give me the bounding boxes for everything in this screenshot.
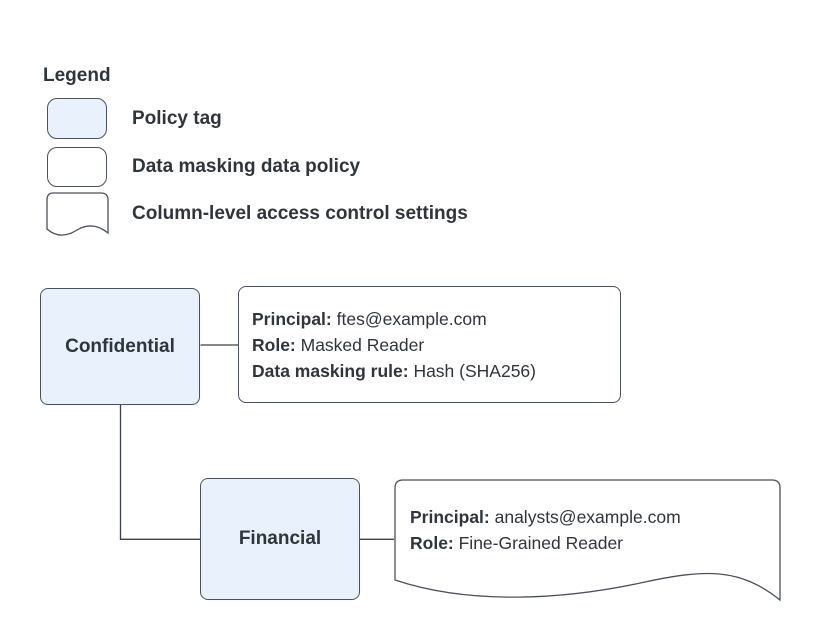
legend-title: Legend bbox=[43, 65, 111, 86]
masking-policy-rule-line: Data masking rule: Hash (SHA256) bbox=[252, 360, 536, 381]
legend-label-data-masking-policy: Data masking data policy bbox=[132, 156, 361, 177]
node-column-access-shape bbox=[394, 479, 781, 602]
node-confidential-label: Confidential bbox=[65, 335, 175, 357]
node-confidential-policy-tag: Confidential bbox=[40, 288, 200, 405]
legend-label-policy-tag: Policy tag bbox=[132, 108, 222, 129]
column-access-swatch bbox=[46, 192, 109, 236]
node-financial-policy-tag: Financial bbox=[200, 478, 360, 600]
masking-policy-principal-line: Principal: ftes@example.com bbox=[252, 308, 487, 329]
legend-label-column-access: Column-level access control settings bbox=[132, 203, 468, 224]
node-financial-label: Financial bbox=[238, 528, 322, 549]
node-column-access-text: Principal: analysts@example.com Role: Fi… bbox=[410, 504, 681, 556]
node-masking-policy: Principal: ftes@example.com Role: Masked… bbox=[238, 286, 621, 403]
column-access-role-line: Role: Fine-Grained Reader bbox=[410, 533, 623, 553]
column-access-principal-line: Principal: analysts@example.com bbox=[410, 507, 681, 527]
data-masking-policy-swatch bbox=[47, 147, 107, 187]
edge-confidential-financial bbox=[119, 404, 200, 540]
policy-tag-swatch bbox=[47, 98, 107, 139]
masking-policy-role-line: Role: Masked Reader bbox=[252, 334, 425, 355]
